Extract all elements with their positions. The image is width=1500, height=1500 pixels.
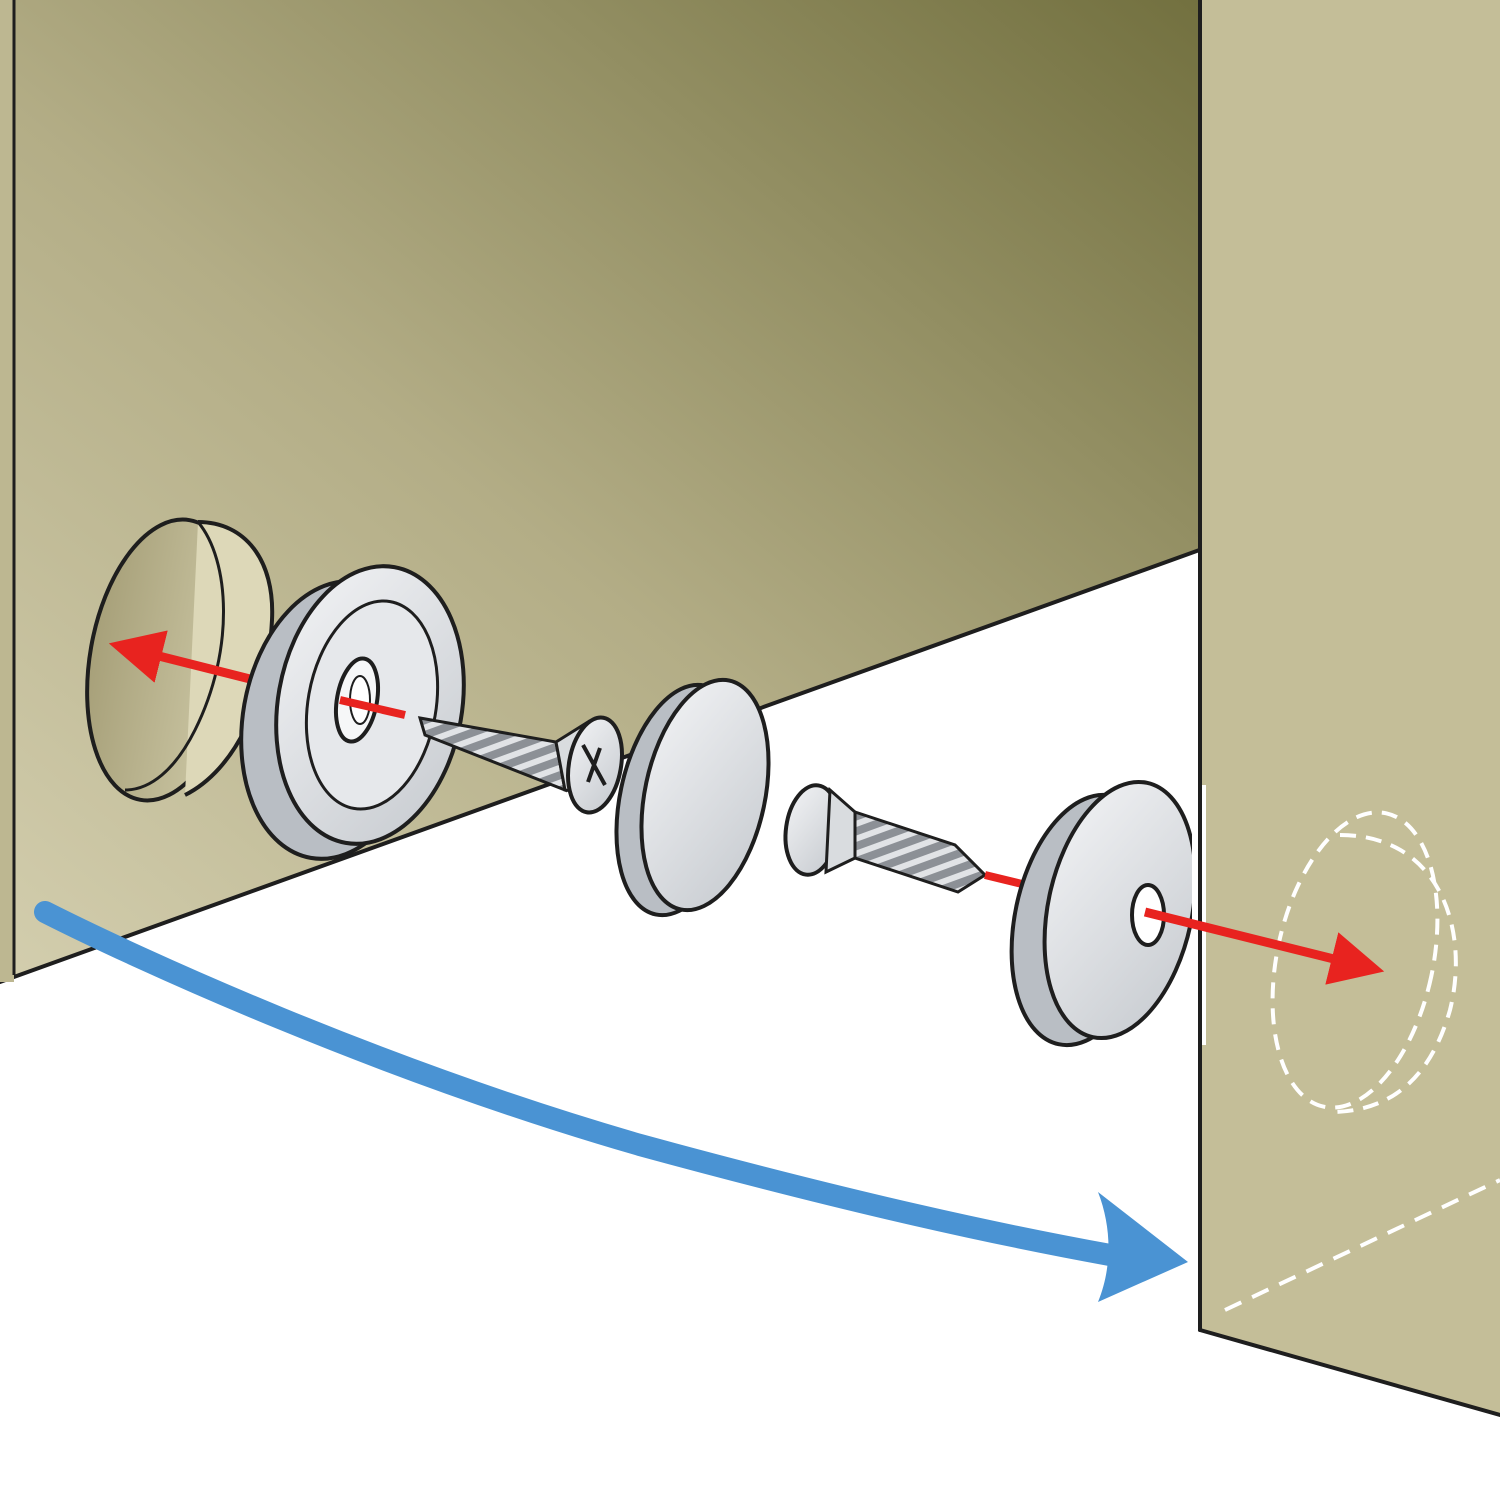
- cup-magnet: [239, 564, 466, 861]
- door-swing-arrow: [34, 901, 1188, 1302]
- disc-screw: [783, 783, 1023, 894]
- cabinet-panel: [0, 0, 1207, 984]
- door-panel: [1198, 0, 1500, 1417]
- metal-disc: [614, 677, 771, 918]
- countersunk-screw: [417, 715, 624, 815]
- insert-plate-arrow: [1143, 907, 1385, 985]
- washer-plate: [1009, 778, 1206, 1052]
- recessed-hole: [85, 517, 275, 803]
